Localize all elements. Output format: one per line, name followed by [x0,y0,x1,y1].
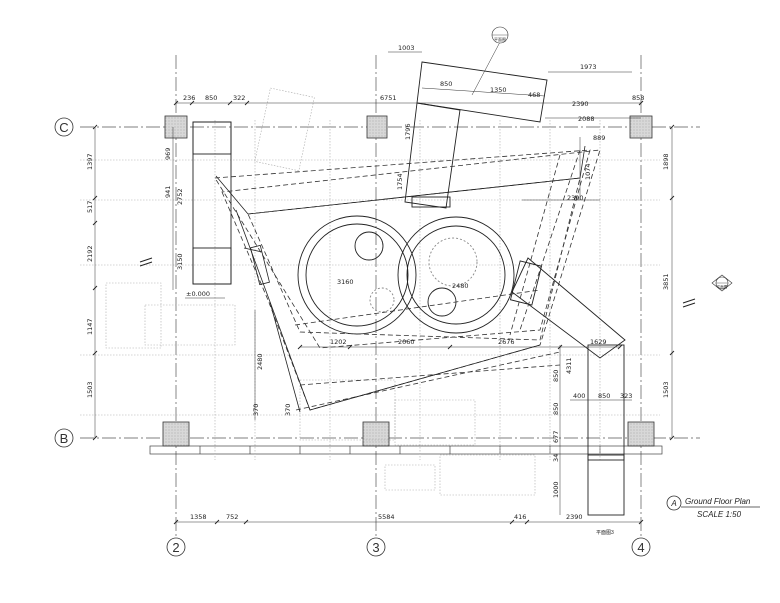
callout-right-label: 平面图 [717,284,728,289]
dim-text: 1147 [86,318,94,335]
callout-right: 平面图 [711,274,733,292]
dimension-texts: 236 850 322 6751 850 1350 468 2390 858 2… [86,44,670,521]
dim-text: 370 [284,404,292,416]
grid-bubble-3: 3 [366,537,386,557]
drawing-title-block: A Ground Floor Plan SCALE 1:50 [666,495,760,519]
dim-text: 34 [552,454,560,462]
dim-text: 969 [164,148,172,160]
dim-text: 323 [620,392,632,400]
dim-text: 6751 [380,94,397,102]
dim-text: 850 [552,370,560,382]
callout-top-label: 平面图 [494,36,506,42]
dim-text: 2390 [566,513,583,521]
dim-text: 3851 [662,273,670,290]
dim-text: 2480 [452,282,469,290]
bottom-beam [149,445,663,455]
slab-edges [215,145,586,413]
dim-text: 1202 [330,338,347,346]
grid-bubble-2: 2 [166,537,186,557]
grid-label-b: B [60,431,69,446]
section-marks [139,257,696,308]
column-c3 [366,115,388,139]
grid-label-4: 4 [637,540,644,555]
dim-text: 2752 [176,188,184,205]
callout-top: 平面图 [471,26,509,96]
grid-label-c: C [59,120,68,135]
dim-text: 1629 [590,338,607,346]
dim-text: 2088 [578,115,595,123]
dim-text: 4311 [565,357,573,374]
grid-label-2: 2 [172,540,179,555]
dim-text: 850 [440,80,452,88]
title-ref: A [670,499,676,508]
dim-text: 2480 [256,353,264,370]
dim-text: 677 [552,431,560,443]
dim-text: 889 [593,134,605,142]
dim-text: 5584 [378,513,395,521]
dim-text: 2676 [498,338,515,346]
column-b4 [627,421,655,447]
structural-columns [162,115,655,447]
dim-text: 2390 [567,194,584,202]
column-b3 [362,421,390,447]
dim-text: 3150 [176,253,184,270]
dim-text: 1000 [552,481,560,498]
dim-text: 1796 [404,123,412,140]
drawing-scale: SCALE 1:50 [697,510,742,519]
dimension-lines [94,51,673,523]
dim-text: 322 [233,94,245,102]
dim-text: 1973 [580,63,597,71]
grid-bubble-b: B [54,428,74,448]
grid-bubble-c: C [54,117,74,137]
column-c2 [164,115,188,139]
column-c4 [629,115,653,139]
dim-text: 416 [514,513,526,521]
dim-text: 2192 [86,245,94,262]
level-mark: ±0.000 [186,290,210,298]
dim-text: 850 [205,94,217,102]
dim-text: 517 [86,201,94,213]
dim-text: 858 [632,94,644,102]
dim-text: 1503 [86,381,94,398]
dim-text: 850 [552,403,560,415]
drawing-title: Ground Floor Plan [685,497,751,506]
grid-lines [80,55,700,540]
dim-text: 236 [183,94,195,102]
dim-text: 370 [252,404,260,416]
dimension-ticks [92,100,675,525]
dim-text: 1003 [398,44,415,52]
grid-bubble-4: 4 [631,537,651,557]
dim-text: 752 [226,513,238,521]
dim-text: 2060 [398,338,415,346]
dim-text: 1350 [490,86,507,94]
dim-text: 1358 [190,513,207,521]
column-b2 [162,421,190,447]
dim-text: 850 [598,392,610,400]
dim-text: 1074 [584,163,592,180]
dim-text: 1397 [86,153,94,170]
main-walls [192,61,626,516]
dim-text: 941 [164,186,172,198]
dim-text: 3160 [337,278,354,286]
grid-label-3: 3 [372,540,379,555]
dim-text: 1503 [662,381,670,398]
dim-text: 2390 [572,100,589,108]
round-elements [297,215,515,335]
dim-text: 468 [528,91,540,99]
dim-text: 400 [573,392,585,400]
dim-text: 1898 [662,153,670,170]
callout-bottom-label: 平面图3 [596,530,614,536]
dim-text: 1754 [396,173,404,190]
